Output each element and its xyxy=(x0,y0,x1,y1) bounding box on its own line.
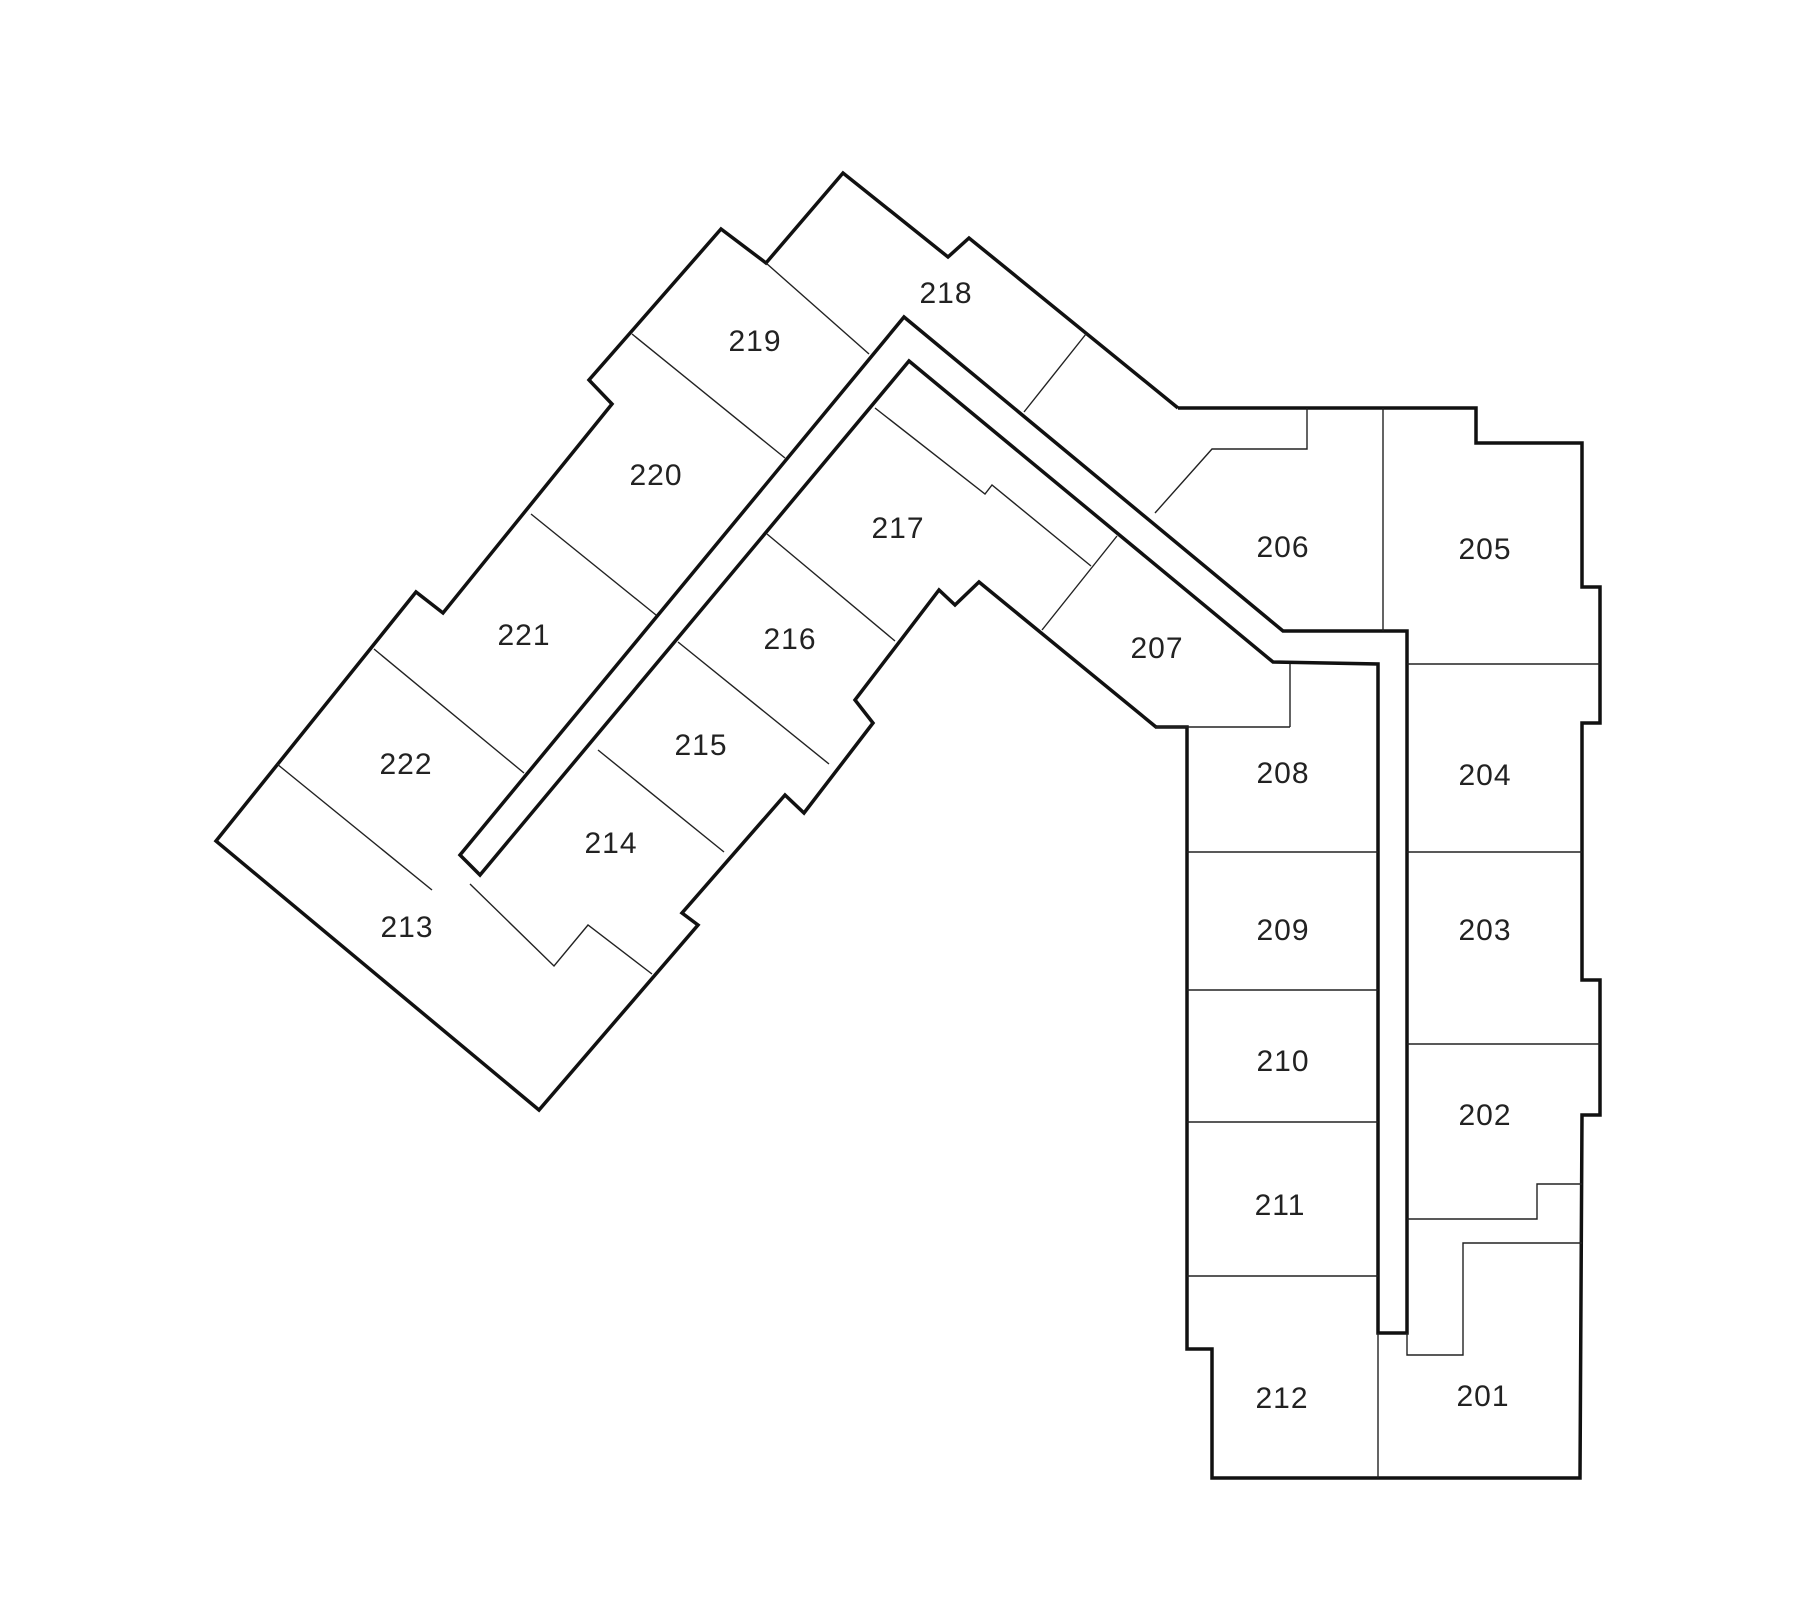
unit-label-202[interactable]: 202 xyxy=(1458,1099,1511,1132)
building-outline xyxy=(213,170,1602,1480)
unit-label-203[interactable]: 203 xyxy=(1458,914,1511,947)
unit-label-205[interactable]: 205 xyxy=(1458,533,1511,566)
unit-label-217[interactable]: 217 xyxy=(871,512,924,545)
corridor xyxy=(457,314,1409,1335)
unit-label-219[interactable]: 219 xyxy=(728,325,781,358)
unit-label-214[interactable]: 214 xyxy=(584,827,637,860)
unit-label-210[interactable]: 210 xyxy=(1256,1045,1309,1078)
divider-202-201 xyxy=(1407,1183,1582,1220)
divider-218-217a xyxy=(1023,333,1087,413)
unit-label-221[interactable]: 221 xyxy=(497,619,550,652)
unit-label-215[interactable]: 215 xyxy=(674,729,727,762)
divider-201-core xyxy=(1406,1242,1582,1356)
divider-217-corridor xyxy=(874,407,1092,567)
west-wing-divisions xyxy=(276,262,1118,975)
unit-label-218[interactable]: 218 xyxy=(919,277,972,310)
unit-label-206[interactable]: 206 xyxy=(1256,531,1309,564)
divider-221-222 xyxy=(373,648,525,774)
divider-214-215 xyxy=(597,749,725,853)
divider-218-219 xyxy=(765,262,870,355)
unit-label-213[interactable]: 213 xyxy=(380,911,433,944)
divider-222-213 xyxy=(276,763,433,891)
unit-label-204[interactable]: 204 xyxy=(1458,759,1511,792)
divider-206-top xyxy=(1154,408,1308,514)
unit-label-211[interactable]: 211 xyxy=(1255,1189,1306,1222)
unit-label-208[interactable]: 208 xyxy=(1256,757,1309,790)
divider-213-214 xyxy=(469,883,653,975)
east-wing-outer-wall xyxy=(1155,406,1602,1480)
corridor-outer-wall xyxy=(457,314,1409,1335)
divider-219-220 xyxy=(631,333,786,459)
divider-217-207 xyxy=(1041,535,1118,631)
unit-label-207[interactable]: 207 xyxy=(1130,632,1183,665)
unit-label-220[interactable]: 220 xyxy=(629,459,682,492)
divider-216-217 xyxy=(766,533,896,642)
east-wing-divisions xyxy=(1154,408,1600,1478)
divider-220-221 xyxy=(530,513,657,616)
unit-labels: 201 202 203 204 205 206 207 208 209 210 … xyxy=(379,277,1511,1415)
unit-label-209[interactable]: 209 xyxy=(1256,914,1309,947)
west-wing-outer-wall xyxy=(213,170,1180,1113)
unit-label-222[interactable]: 222 xyxy=(379,748,432,781)
unit-label-212[interactable]: 212 xyxy=(1255,1382,1308,1415)
unit-label-216[interactable]: 216 xyxy=(763,623,816,656)
divider-215-216 xyxy=(677,641,830,765)
unit-label-201[interactable]: 201 xyxy=(1456,1380,1509,1413)
